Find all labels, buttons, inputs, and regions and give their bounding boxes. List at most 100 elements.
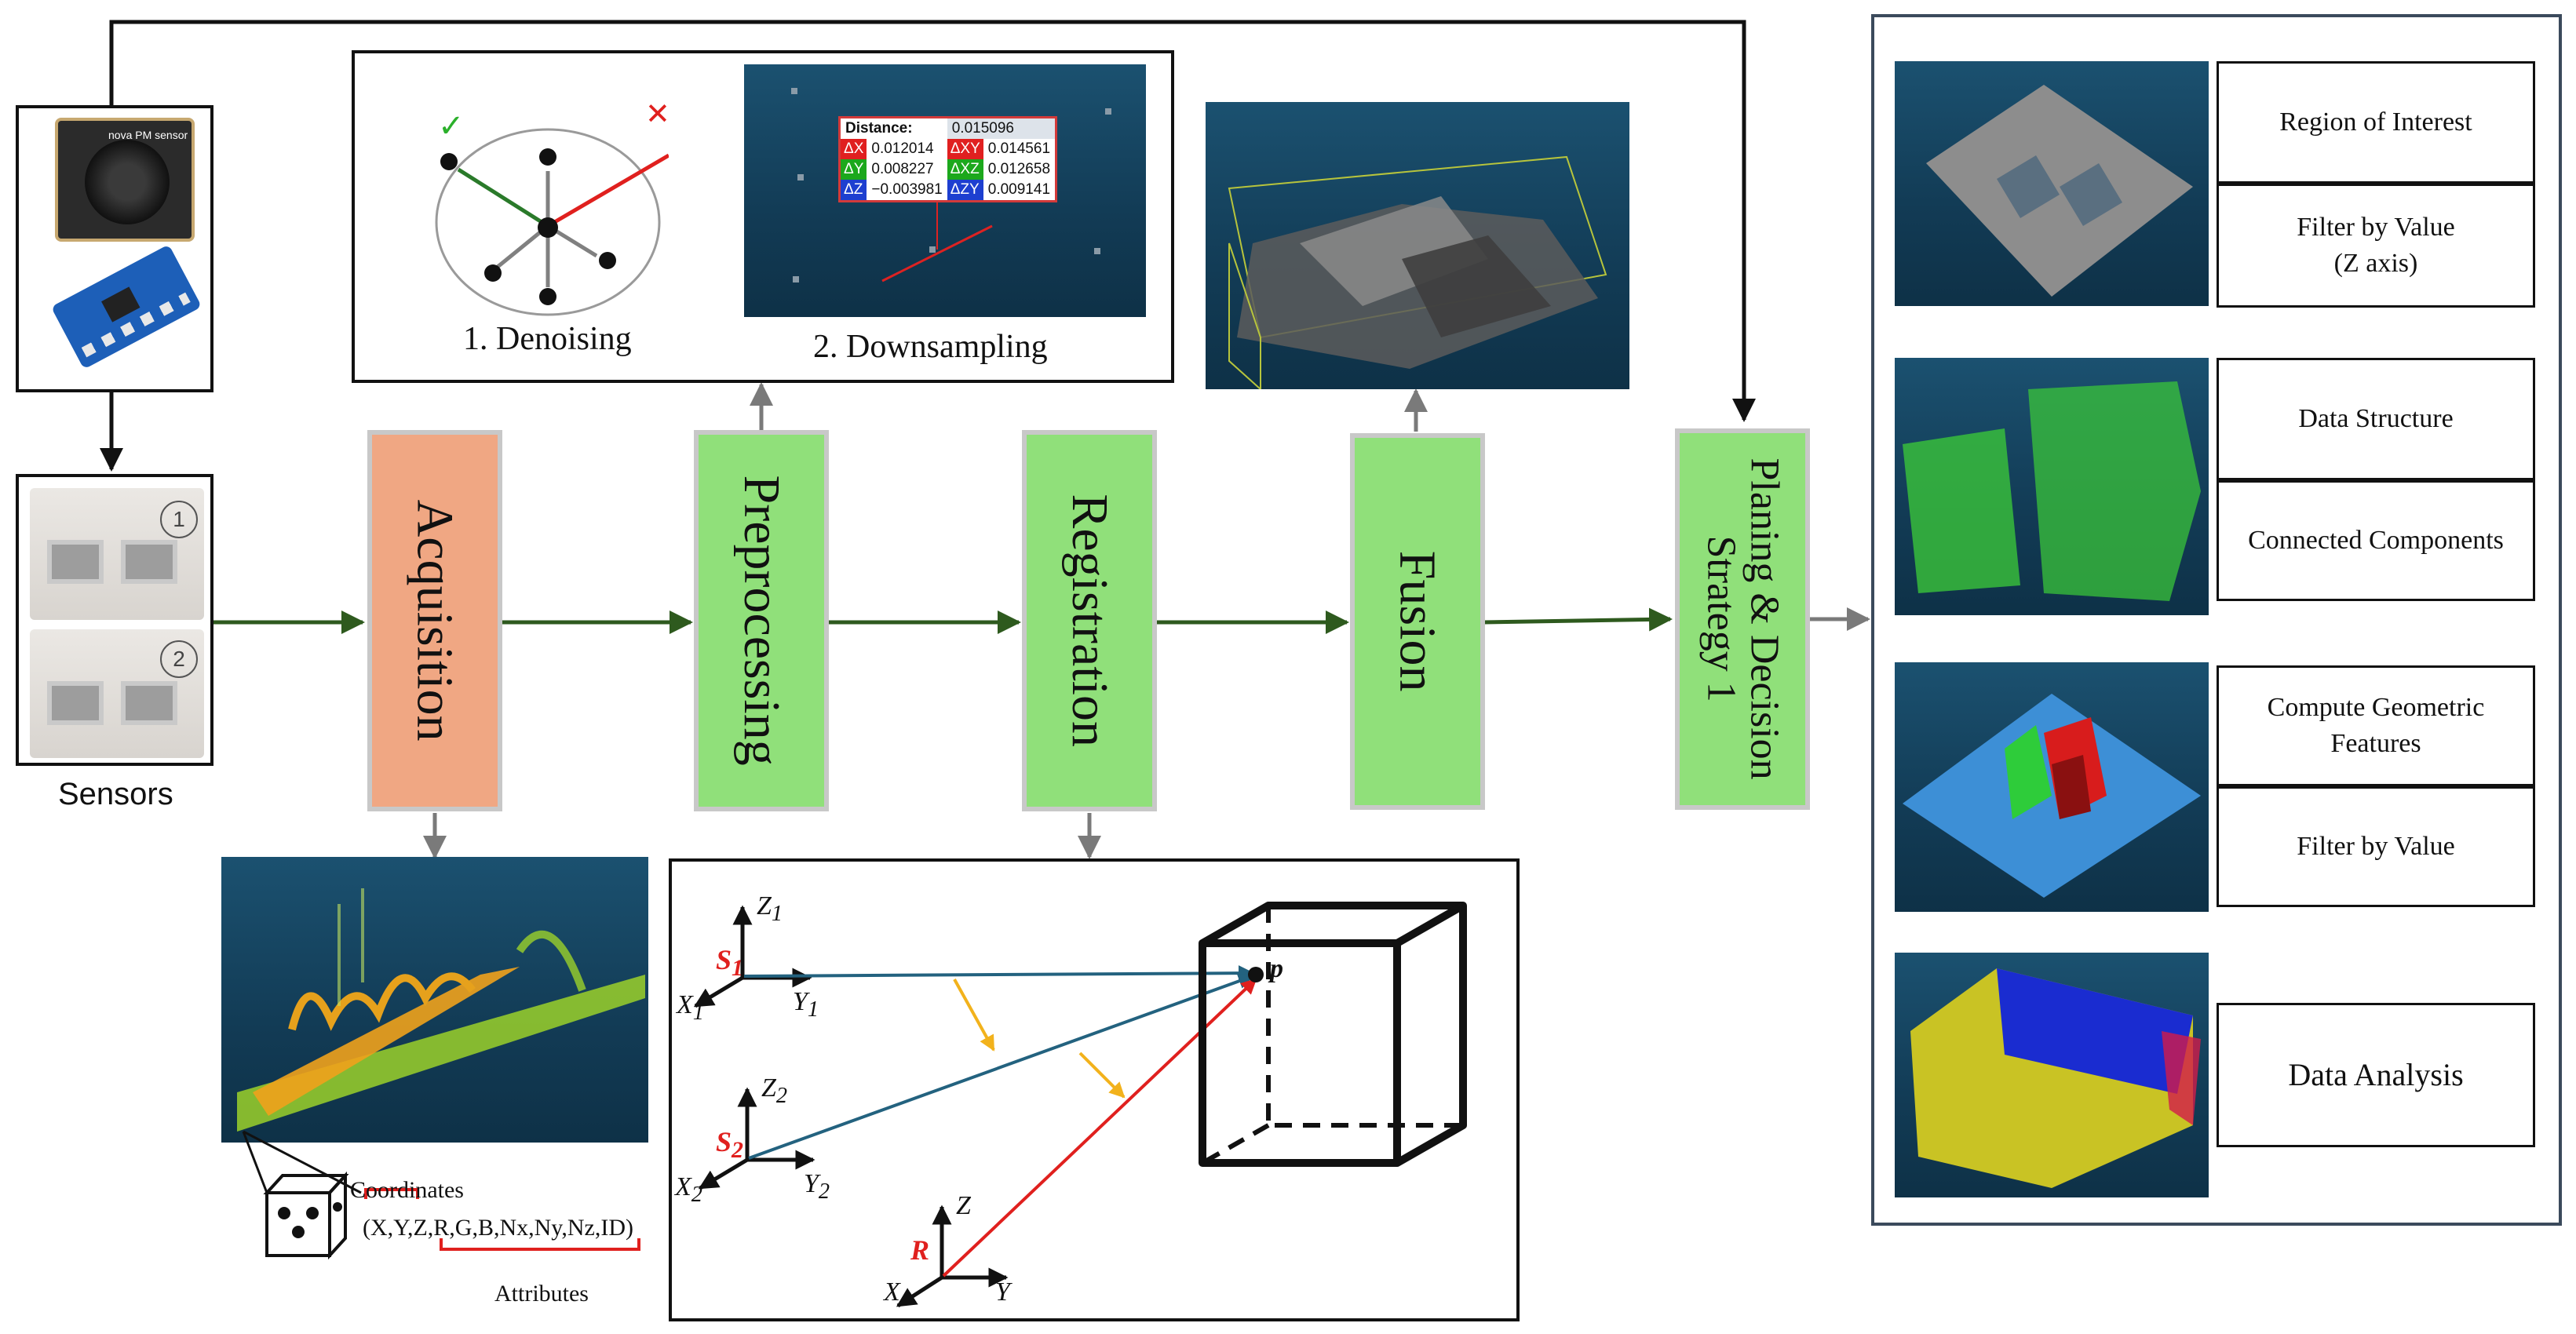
attributes-label: Attributes — [494, 1281, 589, 1307]
dxy-value: 0.014561 — [987, 140, 1051, 157]
acquisition-cloud-render — [237, 888, 645, 1132]
dx-value: 0.012014 — [871, 140, 934, 157]
region-of-interest-cell: Region of Interest — [2217, 61, 2535, 184]
data-analysis-cloud-image — [1895, 953, 2209, 1197]
neighborhood-circle — [435, 128, 661, 316]
ray-r-to-p — [942, 978, 1257, 1278]
stage-fusion-label: Fusion — [1388, 551, 1447, 692]
dx-label: ΔX — [839, 139, 867, 159]
ray-s1-to-p — [743, 965, 1254, 982]
geometric-features-cloud-image — [1895, 662, 2209, 912]
sensor-unit-2: 2 — [30, 629, 204, 758]
sensors-label: Sensors — [58, 777, 173, 811]
point-attributes-callout — [242, 1130, 640, 1260]
imu-chip-icon — [101, 286, 140, 323]
s1-axis-x: X1 — [677, 990, 704, 1025]
scatter-dot — [1094, 248, 1100, 254]
pm-sensor-label: nova PM sensor — [108, 129, 188, 141]
roi-cloud-render — [1926, 85, 2193, 297]
transform-arrow — [953, 979, 995, 1052]
distance-value: 0.015096 — [947, 117, 1056, 139]
data-structure-cloud-image — [1895, 358, 2209, 615]
dzy-label: ΔZY — [947, 180, 983, 202]
coordinates-brace — [364, 1188, 419, 1199]
sensor-window-right — [121, 681, 177, 725]
stage-acquisition: Acquisition — [367, 430, 502, 811]
data-structure-cloud-render — [1903, 381, 2201, 601]
cross-icon: ✕ — [645, 97, 669, 131]
stage-registration-label: Registration — [1060, 494, 1118, 748]
connected-components-cell: Connected Components — [2217, 480, 2535, 601]
check-icon: ✓ — [438, 108, 465, 144]
r-axis-z: Z — [956, 1191, 971, 1220]
s2-axis-x: X2 — [675, 1172, 702, 1207]
data-analysis-cloud-render — [1910, 968, 2201, 1188]
flow-arrow-5 — [1483, 607, 1673, 632]
denoising-label: 1. Denoising — [463, 321, 632, 357]
coordinates-label: Coordinates — [350, 1177, 464, 1203]
r-axis-y: Y — [995, 1278, 1010, 1307]
dxz-value: 0.012658 — [987, 161, 1051, 177]
point-p-label: p — [1270, 954, 1283, 983]
downsampling-label: 2. Downsampling — [813, 329, 1048, 365]
scatter-dot — [797, 174, 804, 180]
s1-axis-y: Y1 — [793, 987, 819, 1022]
analysis-panel: Region of Interest Filter by Value (Z ax… — [1871, 14, 2562, 1226]
dz-label: ΔZ — [839, 180, 867, 202]
attributes-brace — [440, 1238, 640, 1251]
center-point — [538, 217, 558, 238]
distance-measure-table: Distance: 0.015096 ΔX 0.012014 ΔXY 0.014… — [838, 116, 1058, 202]
ray-s2-to-p — [748, 973, 1254, 1160]
distance-label: Distance: — [845, 120, 913, 137]
s2-axis-y: Y2 — [804, 1169, 830, 1204]
transform-arrow — [1078, 1052, 1126, 1099]
compute-geometric-features-cell: Compute Geometric Features — [2217, 665, 2535, 786]
s2-label: S2 — [716, 1126, 744, 1164]
dz-value: −0.003981 — [871, 181, 943, 198]
dy-label: ΔY — [839, 159, 867, 180]
pm-sensor-fan-icon — [85, 140, 170, 224]
s1-label: S1 — [716, 944, 744, 982]
fusion-cloud-image — [1206, 102, 1629, 389]
frame-s2-axes — [698, 1087, 815, 1190]
filter-by-value-cell: Filter by Value — [2217, 786, 2535, 907]
sensor-number-badge: 2 — [160, 640, 198, 678]
neighbor-point — [484, 264, 502, 282]
downsampling-cloud-image: Distance: 0.015096 ΔX 0.012014 ΔXY 0.014… — [744, 64, 1146, 317]
acquisition-cloud-image — [221, 857, 648, 1143]
sensor-window-left — [47, 681, 104, 725]
scatter-dot — [929, 246, 936, 253]
imu-board-image — [50, 244, 203, 370]
filter-by-value-z-cell: Filter by Value (Z axis) — [2217, 184, 2535, 308]
sensors-panel: 1 2 — [16, 474, 213, 766]
roi-cloud-image — [1895, 61, 2209, 306]
feedback-arrow — [109, 20, 1756, 422]
s1-axis-z: Z1 — [757, 891, 783, 926]
outlier-ray — [546, 153, 669, 228]
stage-planning-line2: Strategy 1 — [1699, 535, 1744, 703]
stage-planning-label: Planing & Decision Strategy 1 — [1699, 458, 1787, 780]
sensor-unit-1: 1 — [30, 488, 204, 620]
point-p — [1248, 967, 1264, 982]
frame-s1-axes — [693, 905, 812, 1008]
inlier-ray — [457, 167, 549, 228]
stage-preprocessing-label: Preprocessing — [732, 475, 790, 767]
data-analysis-cell: Data Analysis — [2217, 1003, 2535, 1147]
stage-planning: Planing & Decision Strategy 1 — [1675, 428, 1810, 810]
cube-icon — [263, 1171, 349, 1260]
stage-preprocessing: Preprocessing — [694, 430, 829, 811]
dxy-label: ΔXY — [947, 139, 983, 159]
stage-fusion: Fusion — [1350, 433, 1485, 810]
data-structure-cell: Data Structure — [2217, 358, 2535, 480]
scatter-dot — [791, 88, 797, 94]
scatter-dot — [1105, 108, 1111, 115]
registration-panel: S1 Z1 X1 Y1 S2 Z2 X2 Y2 R Z X Y p — [669, 858, 1520, 1321]
dxz-label: ΔXZ — [947, 159, 983, 180]
sensor-module-panel: nova PM sensor — [16, 105, 213, 392]
neighbor-point — [599, 252, 616, 269]
frame-r-axes — [896, 1205, 1009, 1308]
attribute-tuple: (X,Y,Z,R,G,B,Nx,Ny,Nz,ID) — [363, 1215, 633, 1241]
inlier-point — [440, 153, 458, 170]
